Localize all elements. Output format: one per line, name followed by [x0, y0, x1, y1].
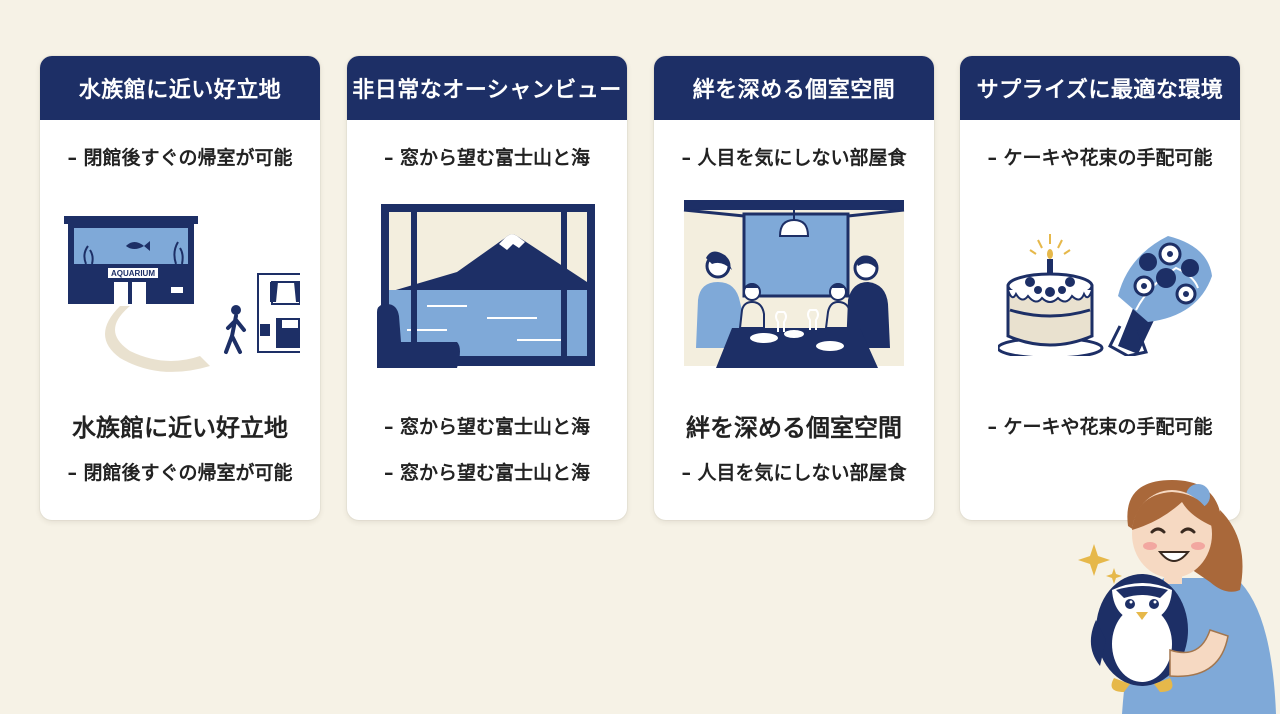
window-mount-fuji-ocean-icon: [377, 204, 595, 368]
card-bullet: – ケーキや花束の手配可能: [987, 147, 1213, 169]
girl-with-penguin-mascot: [1078, 480, 1276, 714]
card-bullet: – 閉館後すぐの帰室が可能: [67, 147, 293, 169]
card-title: 絆を深める個室空間: [654, 56, 934, 120]
card-title: 水族館に近い好立地: [40, 56, 320, 120]
hotel-room-icon: [257, 273, 300, 353]
card-repeat-bullet: – 閉館後すぐの帰室が可能: [67, 462, 293, 484]
card-title: サプライズに最適な環境: [960, 56, 1240, 120]
family-dining-icon: [683, 200, 905, 368]
sparkle-icon: [1078, 544, 1122, 584]
card-aquarium-location: 水族館に近い好立地 – 閉館後すぐの帰室が可能 AQUARIUM: [40, 56, 320, 520]
walking-person-icon: [224, 305, 246, 354]
armchair-icon: [377, 304, 460, 368]
pendant-lamp-icon: [778, 210, 810, 237]
card-repeat-title: 絆を深める個室空間: [686, 414, 902, 442]
card-surprise: サプライズに最適な環境 – ケーキや花束の手配可能: [960, 56, 1240, 520]
card-repeat-bullet: – ケーキや花束の手配可能: [987, 416, 1213, 438]
flower-bouquet-icon: [1108, 236, 1212, 356]
aquarium-sign: AQUARIUM: [111, 269, 155, 278]
card-repeat-bullet-2: – 窓から望む富士山と海: [383, 462, 591, 484]
cake-bouquet-illustration: [998, 234, 1212, 356]
card-title: 非日常なオーシャンビュー: [347, 56, 627, 120]
card-private-room: 絆を深める個室空間 – 人目を気にしない部屋食 絆を深める個室空間 – 人目を気…: [654, 56, 934, 520]
card-repeat-bullet-1: – 窓から望む富士山と海: [383, 416, 591, 438]
card-repeat-bullet: – 人目を気にしない部屋食: [681, 462, 907, 484]
card-repeat-title: 水族館に近い好立地: [72, 414, 288, 442]
card-bullet: – 窓から望む富士山と海: [383, 147, 591, 169]
card-bullet: – 人目を気にしない部屋食: [681, 147, 907, 169]
mailbox-icon: [169, 285, 185, 304]
birthday-cake-icon: [998, 234, 1104, 356]
card-ocean-view: 非日常なオーシャンビュー – 窓から望む富士山と海 – 窓から望む富士山と海 –…: [347, 56, 627, 520]
aquarium-walk-illustration: AQUARIUM: [64, 216, 300, 372]
penguin-plush-icon: [1090, 574, 1188, 692]
